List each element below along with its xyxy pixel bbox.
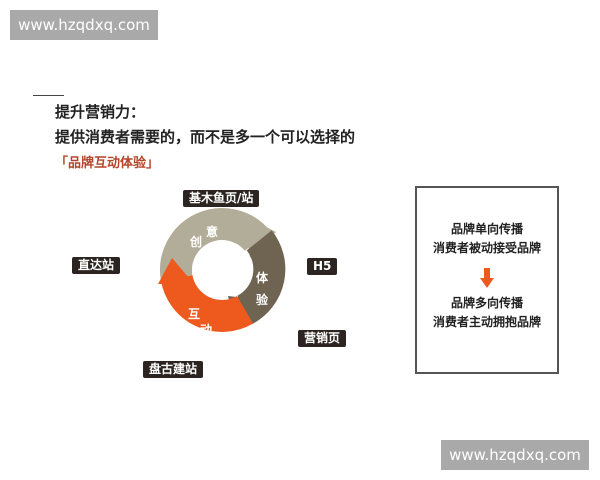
label-hu: 互 [188, 307, 200, 321]
after-line2: 消费者主动拥抱品牌 [432, 315, 541, 329]
segment-creative [160, 208, 270, 281]
heading-line2: 提供消费者需要的，而不是多一个可以选择的 [55, 128, 356, 146]
title-rule [33, 95, 64, 96]
before-line1: 品牌单向传播 [450, 222, 523, 236]
watermark-top: www.hzqdxq.com [10, 10, 158, 40]
label-chuang: 创 [189, 234, 202, 249]
after-line1: 品牌多向传播 [450, 296, 523, 310]
label-yi: 意 [206, 224, 218, 239]
before-line2: 消费者被动接受品牌 [432, 241, 541, 255]
tag-zhida: 直达站 [72, 257, 121, 274]
segment-interaction [160, 274, 253, 332]
heading-line1: 提升营销力： [55, 103, 146, 121]
label-dong: 动 [200, 323, 212, 337]
tag-h5: H5 [307, 258, 338, 275]
comparison-box: 品牌单向传播 消费者被动接受品牌 品牌多向传播 消费者主动拥抱品牌 [415, 186, 559, 374]
tag-jimuyu: 基木鱼页/站 [183, 190, 260, 207]
heading-highlight: 「品牌互动体验」 [55, 156, 160, 171]
label-yan: 验 [256, 292, 269, 307]
watermark-bottom: www.hzqdxq.com [441, 440, 589, 470]
label-ti: 体 [256, 270, 269, 285]
down-arrow-icon [480, 268, 494, 288]
tag-pangu: 盘古建站 [143, 361, 204, 378]
tag-yingxiao: 营销页 [298, 330, 347, 347]
arrow-interaction [158, 258, 194, 284]
